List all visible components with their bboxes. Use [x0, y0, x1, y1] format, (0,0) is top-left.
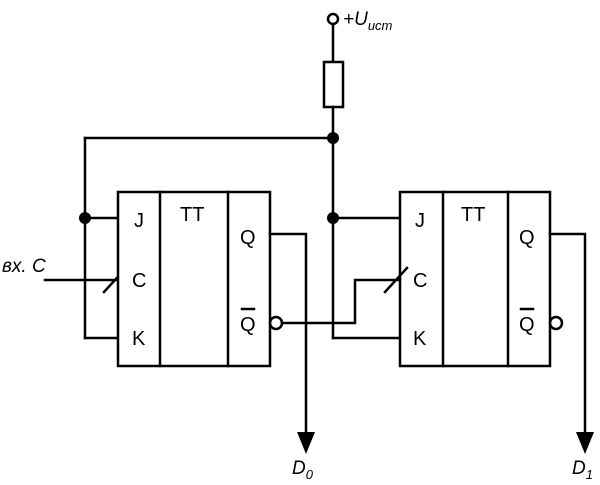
ff2-pin-c: C	[413, 270, 427, 292]
ff2-pin-j: J	[415, 210, 425, 232]
ff2-qbar-inversion-bubble	[548, 315, 564, 331]
junction-dot-ff1-j	[79, 212, 91, 224]
junction-dot-ff2-j	[327, 212, 339, 224]
ff2-pin-q: Q	[519, 227, 535, 249]
ff1-body	[116, 190, 272, 368]
flipflop-1: J C K ТТ Q Q	[398, 190, 552, 368]
output-d1-label: D1	[572, 458, 593, 482]
ff1-pin-qbar: Q	[240, 314, 256, 336]
ff2-type-label: ТТ	[461, 204, 485, 226]
ff2-pin-k: K	[413, 328, 427, 350]
output-d0-arrow	[297, 432, 315, 454]
ff1-pin-q: Q	[240, 227, 256, 249]
ff2-pin-qbar: Q	[519, 314, 535, 336]
clock-input-label: вх. С	[2, 256, 46, 277]
ff2-clock-edge-mark	[383, 266, 409, 294]
output-d1-arrow	[576, 432, 594, 454]
supply-label: +Uист	[343, 9, 393, 33]
ff1-pin-k: K	[132, 328, 146, 350]
ff2-body	[398, 190, 552, 368]
ff1-qbar-inversion-bubble	[268, 315, 284, 331]
flipflop-0: J C K ТТ Q Q	[116, 190, 272, 368]
ff1-qbar-to-ff2-clock-wire	[280, 278, 402, 325]
pullup-resistor	[322, 60, 345, 109]
ff1-type-label: ТТ	[180, 204, 204, 226]
ff1-pin-j: J	[134, 210, 144, 232]
ff2-q-output-wire	[548, 232, 587, 438]
ff1-q-output-wire	[268, 232, 308, 438]
supply-terminal	[326, 12, 340, 26]
ff1-pin-c: C	[132, 270, 146, 292]
junction-dot-bus-top	[327, 132, 339, 144]
output-d0-label: D0	[292, 458, 314, 482]
